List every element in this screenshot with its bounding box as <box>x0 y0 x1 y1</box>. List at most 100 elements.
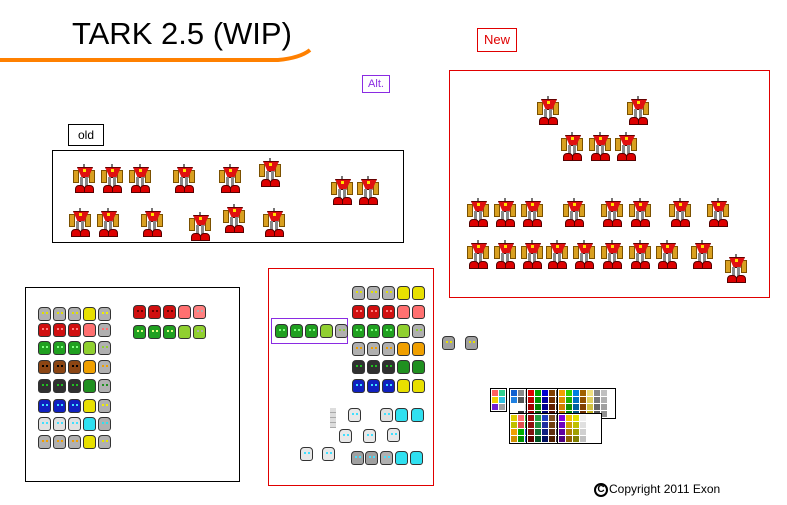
palette-swatch <box>594 390 600 396</box>
palette-swatch <box>594 422 600 428</box>
palette-swatch <box>566 422 572 428</box>
robot-part-sprite <box>626 96 650 125</box>
palette-swatch <box>511 415 517 421</box>
head-sprite <box>68 417 81 431</box>
head-sprite <box>53 417 66 431</box>
palette-swatch <box>549 390 555 396</box>
head-sprite <box>83 307 96 321</box>
head-sprite-alt <box>320 324 333 338</box>
palette-swatch <box>542 436 548 442</box>
palette-swatch <box>587 422 593 428</box>
head-sprite-variant <box>163 325 176 339</box>
palette-swatch <box>573 415 579 421</box>
palette-swatch <box>511 429 517 435</box>
head-sprite-alt <box>397 305 410 319</box>
head-sprite <box>68 307 81 321</box>
label-alt: Alt. <box>362 75 390 93</box>
palette-swatch <box>580 429 586 435</box>
robot-sprite-new <box>520 240 544 269</box>
robot-sprite-old <box>188 212 212 241</box>
palette-swatch <box>528 415 534 421</box>
palette-swatch <box>528 429 534 435</box>
robot-sprite-new <box>466 198 490 227</box>
palette-swatch <box>518 429 524 435</box>
head-sprite-alt <box>412 324 425 338</box>
head-sprite-cyan <box>465 336 478 350</box>
palette-swatch <box>559 415 565 421</box>
head-sprite-alt <box>382 360 395 374</box>
head-sprite-cyan <box>380 408 393 422</box>
palette-swatch <box>542 404 548 410</box>
head-sprite <box>98 307 111 321</box>
head-sprite <box>38 341 51 355</box>
head-sprite-cyan <box>442 336 455 350</box>
head-sprite-cyan <box>365 451 378 465</box>
head-sprite-alt <box>382 305 395 319</box>
head-sprite-alt <box>367 379 380 393</box>
head-sprite-cyan <box>351 451 364 465</box>
palette-swatch <box>559 404 565 410</box>
head-sprite <box>98 435 111 449</box>
palette-swatch <box>594 415 600 421</box>
palette-swatch <box>492 404 498 410</box>
palette-swatch <box>594 436 600 442</box>
head-sprite <box>53 379 66 393</box>
palette-swatch <box>587 436 593 442</box>
palette-swatch <box>608 411 614 417</box>
head-sprite <box>83 435 96 449</box>
head-sprite-alt <box>382 286 395 300</box>
robot-sprite-new <box>562 198 586 227</box>
head-sprite-cyan <box>395 451 408 465</box>
head-sprite-cyan <box>410 451 423 465</box>
robot-sprite-old <box>222 204 246 233</box>
palette-swatch <box>573 422 579 428</box>
robot-sprite-old <box>72 164 96 193</box>
palette-swatch <box>594 429 600 435</box>
palette-swatch <box>499 397 505 403</box>
head-sprite-variant <box>163 305 176 319</box>
palette-swatch <box>511 404 517 410</box>
robot-sprite-old <box>128 164 152 193</box>
palette-swatch <box>608 404 614 410</box>
palette-swatch <box>559 397 565 403</box>
palette-swatch <box>528 436 534 442</box>
palette-swatch <box>608 397 614 403</box>
head-sprite-cyan <box>339 429 352 443</box>
robot-sprite-old <box>262 208 286 237</box>
head-sprite <box>38 307 51 321</box>
palette-swatch <box>535 404 541 410</box>
head-sprite-cyan <box>322 447 335 461</box>
palette-swatch <box>594 404 600 410</box>
palette-swatch <box>587 404 593 410</box>
palette-swatch <box>542 397 548 403</box>
palette-swatch <box>587 415 593 421</box>
palette-swatch <box>601 390 607 396</box>
head-sprite-alt <box>335 324 348 338</box>
robot-sprite-old <box>100 164 124 193</box>
head-sprite <box>53 307 66 321</box>
head-sprite-cyan <box>411 408 424 422</box>
robot-part-sprite <box>560 132 584 161</box>
head-sprite-variant <box>178 325 191 339</box>
head-sprite-cyan <box>395 408 408 422</box>
head-sprite <box>53 360 66 374</box>
robot-sprite-old <box>356 176 380 205</box>
palette-swatch <box>573 404 579 410</box>
palette-swatch <box>580 397 586 403</box>
palette-swatch <box>566 429 572 435</box>
head-sprite-alt <box>412 286 425 300</box>
head-sprite <box>68 399 81 413</box>
head-sprite-alt <box>397 286 410 300</box>
head-sprite-variant <box>178 305 191 319</box>
head-sprite <box>83 379 96 393</box>
head-sprite-alt <box>412 360 425 374</box>
palette-swatch <box>542 415 548 421</box>
head-sprite-cyan <box>300 447 313 461</box>
palette-swatch <box>566 415 572 421</box>
palette-swatch <box>559 390 565 396</box>
head-sprite-alt <box>305 324 318 338</box>
head-sprite <box>53 399 66 413</box>
head-sprite <box>38 417 51 431</box>
robot-part-sprite <box>536 96 560 125</box>
head-sprite-alt <box>367 305 380 319</box>
